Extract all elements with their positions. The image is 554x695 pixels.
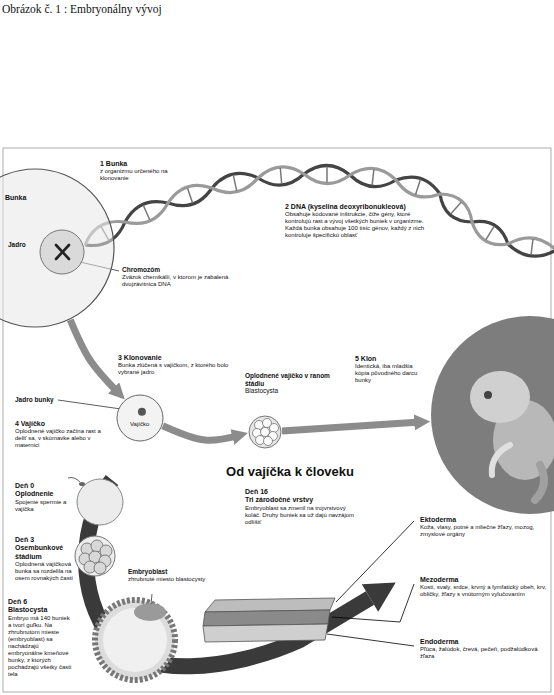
node-heading: 5 Klon xyxy=(355,355,427,363)
chromosome-symbol xyxy=(56,245,69,259)
label-heading: 2 DNA (kyselina deoxyribonukleová) xyxy=(285,203,430,211)
nucleus xyxy=(40,230,84,274)
label-text: Kosti, svaly, srdce, krvný a lymfatický … xyxy=(420,584,550,598)
label-text: Spojenie spermie a vajíčka xyxy=(15,499,75,513)
process-arrow xyxy=(163,426,239,440)
node-heading: Bunka xyxy=(5,194,45,202)
egg-cell xyxy=(117,395,163,441)
cell-membrane xyxy=(0,169,114,327)
egg-node: Vajíčko xyxy=(116,394,164,442)
band-arrowhead xyxy=(362,583,396,612)
label-group: ChromozómZväzok chemikálií, v ktorom je … xyxy=(122,266,242,288)
node-outline xyxy=(248,415,282,449)
node-heading: Jadro xyxy=(8,241,38,249)
node-text: Vajíčko xyxy=(130,421,162,428)
label-text: Koža, vlasy, potné a mliečne žľazy, mozo… xyxy=(420,524,550,538)
blastocyst xyxy=(95,600,175,680)
label-heading: Deň 0 xyxy=(15,482,75,490)
label-text: Embryoblast sa zmenil na trojvrstvový ko… xyxy=(245,505,357,526)
node-text-group: Bunka xyxy=(5,194,45,202)
label-heading: Tri zárodočné vrstvy xyxy=(245,496,357,504)
node-text-group: Vajíčko xyxy=(130,421,162,428)
label-text: zhrubnuté miesto blastocysty xyxy=(128,576,213,583)
label-heading: Jadro bunky xyxy=(15,396,75,404)
morula-node: Oplodnené vajíčko v ranom štádiuBlastocy… xyxy=(248,415,282,449)
label-text: Zväzok chemikálií, v ktorom je zabalená … xyxy=(122,274,242,288)
label-text: z organizmu určeného na klonovanie xyxy=(100,168,195,182)
clone-node: 5 KlonIdentická, iba mladšia kópia pôvod… xyxy=(430,315,554,515)
label-group: Deň 16Tri zárodočné vrstvyEmbryoblast sa… xyxy=(245,488,357,526)
clone-photo xyxy=(431,316,554,514)
label-group: Embryoblastzhrubnuté miesto blastocysty xyxy=(128,568,213,583)
label-group: 2 DNA (kyselina deoxyribonukleová)Obsahu… xyxy=(285,203,430,240)
label-group: 1 Bunkaz organizmu určeného na klonovani… xyxy=(100,160,195,182)
leader-line xyxy=(151,594,152,604)
eight-cell-stage xyxy=(75,536,115,576)
label-text: Bunka zlúčená s vajíčkom, z ktorého bolo… xyxy=(118,362,230,376)
label-group: EktodermaKoža, vlasy, potné a mliečne žľ… xyxy=(420,516,550,538)
dna-strand xyxy=(85,165,554,256)
title-box: Obrázok č. 1 : Embryonálny vývoj xyxy=(2,3,402,17)
label-text: Pľúca, žalúdok, črevá, pečeň, podžalúdko… xyxy=(420,646,550,660)
leader-lines xyxy=(327,521,414,646)
node-text: Blastocysta xyxy=(245,387,330,395)
fetus-figure xyxy=(470,371,554,500)
label-heading: Od vajíčka k človeku xyxy=(195,464,385,479)
node-heading: Oplodnené vajíčko v ranom štádiu xyxy=(245,372,330,387)
process-arrow xyxy=(70,320,118,392)
label-heading: Osembunkové štádium xyxy=(15,544,77,561)
three-layer-disc xyxy=(203,598,335,642)
label-group: MezodermaKosti, svaly, srdce, krvný a ly… xyxy=(420,576,550,598)
cell-nucleus xyxy=(138,408,146,416)
label-heading: 4 Vajíčko xyxy=(15,420,110,428)
label-heading: Oplodnenie xyxy=(15,490,75,498)
label-heading: Blastocysta xyxy=(8,606,74,614)
label-heading: Deň 16 xyxy=(245,488,357,496)
embryo-cell xyxy=(261,428,270,437)
label-group: Od vajíčka k človeku xyxy=(195,464,385,479)
label-heading: 1 Bunka xyxy=(100,160,195,168)
label-heading: Endoderma xyxy=(420,638,550,646)
label-heading: Mezoderma xyxy=(420,576,550,584)
label-text: Oplodnená vajíčková bunka sa rozdelila n… xyxy=(15,561,77,582)
node-outline xyxy=(430,315,554,515)
label-heading: Embryoblast xyxy=(128,568,213,576)
dna-base-pairs xyxy=(101,167,533,256)
label-heading: Ektoderma xyxy=(420,516,550,524)
figure-title: Obrázok č. 1 : Embryonálny vývoj xyxy=(2,3,402,17)
label-text: Embryo má 140 buniek a tvorí guľku. Na z… xyxy=(8,615,74,679)
label-text: Obsahuje kódované inštrukcie, čiže gény,… xyxy=(285,211,430,239)
label-heading: Chromozóm xyxy=(122,266,242,274)
dna-strand xyxy=(85,167,554,250)
process-arrow xyxy=(282,422,420,431)
cell-node: BunkaJadro xyxy=(0,168,115,328)
node-text: Identická, iba mladšia kópia pôvodného d… xyxy=(355,363,427,384)
label-group: Deň 3Osembunkové štádiumOplodnená vajíčk… xyxy=(15,536,77,582)
node-text-group: Oplodnené vajíčko v ranom štádiuBlastocy… xyxy=(245,372,330,395)
node-text-group: 5 KlonIdentická, iba mladšia kópia pôvod… xyxy=(355,355,427,384)
node-text-group: Jadro xyxy=(8,241,38,249)
label-group: Deň 0OplodnenieSpojenie spermie a vajíčk… xyxy=(15,482,75,513)
label-group: 4 VajíčkoOplodnené vajíčko začína rast a… xyxy=(15,420,110,449)
embryo-cell xyxy=(264,437,273,446)
label-group: Deň 6BlastocystaEmbryo má 140 buniek a t… xyxy=(8,598,74,678)
node-outline xyxy=(116,394,164,442)
embryo-cells xyxy=(253,419,279,446)
label-heading: Deň 3 xyxy=(15,536,77,544)
label-heading: 3 Klonovanie xyxy=(118,354,230,362)
label-group: 3 KlonovanieBunka zlúčená s vajíčkom, z … xyxy=(118,354,230,376)
label-group: EndodermaPľúca, žalúdok, črevá, pečeň, p… xyxy=(420,638,550,660)
label-text: Oplodnené vajíčko začína rast a deliť sa… xyxy=(15,428,110,449)
early-embryo xyxy=(249,416,281,448)
fertilized-egg xyxy=(68,478,123,526)
label-heading: Deň 6 xyxy=(8,598,74,606)
embryo-cell xyxy=(256,436,265,445)
label-group: Jadro bunky xyxy=(15,396,75,404)
embryo-cell xyxy=(270,424,279,433)
